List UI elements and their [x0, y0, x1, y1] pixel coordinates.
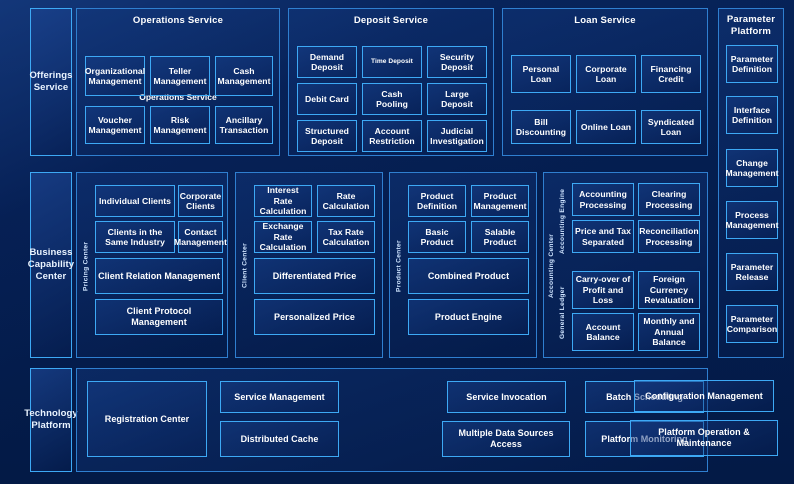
cell-cash-management[interactable]: Cash Management	[215, 56, 273, 96]
cell-corporate-clients[interactable]: Corporate Clients	[178, 185, 223, 217]
cell-demand-deposit[interactable]: Demand Deposit	[297, 46, 357, 78]
row-label-text: Business Capability Center	[27, 247, 75, 282]
cell-interest-rate-calculation[interactable]: Interest Rate Calculation	[254, 185, 312, 217]
cell-interface-definition[interactable]: Interface Definition	[726, 96, 778, 134]
cell-salable-product[interactable]: Salable Product	[471, 221, 529, 253]
cell-personalized-price[interactable]: Personalized Price	[254, 299, 375, 335]
cell-syndicated-loan[interactable]: Syndicated Loan	[641, 110, 701, 144]
parameter-platform-title-line1: Parameter	[726, 14, 776, 25]
cell-risk-management[interactable]: Risk Management	[150, 106, 210, 144]
cell-online-loan[interactable]: Online Loan	[576, 110, 636, 144]
cell-personal-loan[interactable]: Personal Loan	[511, 55, 571, 93]
cell-platform-operation-maintenance[interactable]: Platform Operation & Maintenance	[630, 420, 778, 456]
cell-combined-product[interactable]: Combined Product	[408, 258, 529, 294]
group-technology-platform: Registration Center Service Management D…	[76, 368, 708, 472]
cell-configuration-management-right[interactable]: Configuration Management	[634, 380, 774, 412]
cell-account-balance[interactable]: Account Balance	[572, 313, 634, 351]
cell-judicial-investigation[interactable]: Judicial Investigation	[427, 120, 487, 152]
cell-monthly-annual-balance[interactable]: Monthly and Annual Balance	[638, 313, 700, 351]
cell-corporate-loan[interactable]: Corporate Loan	[576, 55, 636, 93]
cell-service-invocation[interactable]: Service Invocation	[447, 381, 566, 413]
cell-price-and-tax-separated[interactable]: Price and Tax Separated	[572, 220, 634, 253]
cell-ancillary-transaction[interactable]: Ancillary Transaction	[215, 106, 273, 144]
cell-exchange-rate-calculation[interactable]: Exchange Rate Calculation	[254, 221, 312, 253]
cell-cash-pooling[interactable]: Cash Pooling	[362, 83, 422, 115]
cell-tax-rate-calculation[interactable]: Tax Rate Calculation	[317, 221, 375, 253]
cell-account-restriction[interactable]: Account Restriction	[362, 120, 422, 152]
cell-large-deposit[interactable]: Large Deposit	[427, 83, 487, 115]
cell-multiple-data-sources-access[interactable]: Multiple Data Sources Access	[442, 421, 570, 457]
group-product-center: Product Center Product Definition Produc…	[389, 172, 537, 358]
row-label-text: Offerings Service	[29, 70, 73, 93]
group-accounting-center: Accounting Center Accounting Engine Gene…	[543, 172, 708, 358]
cell-client-relation-management[interactable]: Client Relation Management	[95, 258, 223, 294]
group-pricing-center: Pricing Center Individual Clients Corpor…	[76, 172, 228, 358]
cell-service-management[interactable]: Service Management	[220, 381, 339, 413]
group-title-parameter-platform: Parameter Platform	[719, 14, 783, 38]
group-loan-service: Loan Service Personal Loan Corporate Loa…	[502, 8, 708, 156]
cell-teller-management[interactable]: Teller Management	[150, 56, 210, 96]
cell-financing-credit[interactable]: Financing Credit	[641, 55, 701, 93]
cell-product-management[interactable]: Product Management	[471, 185, 529, 217]
group-client-center: Client Center Interest Rate Calculation …	[235, 172, 383, 358]
cell-individual-clients[interactable]: Individual Clients	[95, 185, 175, 217]
cell-contact-management[interactable]: Contact Management	[174, 221, 227, 253]
cell-clearing-processing[interactable]: Clearing Processing	[638, 183, 700, 216]
row-label-text: Technology Platform	[24, 408, 78, 431]
cell-distributed-cache[interactable]: Distributed Cache	[220, 421, 339, 457]
row-label-offerings-service: Offerings Service	[29, 8, 73, 156]
vertical-label-accounting-center: Accounting Center	[548, 233, 555, 299]
vertical-label-accounting-engine: Accounting Engine	[559, 188, 566, 254]
cell-differentiated-price[interactable]: Differentiated Price	[254, 258, 375, 294]
group-operations-service: Operations Service Operations Service Or…	[76, 8, 280, 156]
vertical-label-pricing-center: Pricing Center	[82, 241, 90, 291]
row-label-business-capability-center: Business Capability Center	[27, 172, 75, 358]
group-title-operations-service: Operations Service	[132, 15, 224, 26]
cell-basic-product[interactable]: Basic Product	[408, 221, 466, 253]
cell-parameter-comparison[interactable]: Parameter Comparison	[726, 305, 778, 343]
cell-security-deposit[interactable]: Security Deposit	[427, 46, 487, 78]
vertical-label-client-center: Client Center	[241, 243, 249, 289]
row-label-technology-platform: Technology Platform	[24, 368, 78, 472]
cell-clients-same-industry[interactable]: Clients in the Same Industry	[95, 221, 175, 253]
group-title-deposit-service: Deposit Service	[353, 15, 429, 26]
cell-rate-calculation[interactable]: Rate Calculation	[317, 185, 375, 217]
cell-structured-deposit[interactable]: Structured Deposit	[297, 120, 357, 152]
cell-product-definition[interactable]: Product Definition	[408, 185, 466, 217]
cell-time-deposit[interactable]: Time Deposit	[362, 46, 422, 78]
cell-parameter-release[interactable]: Parameter Release	[726, 253, 778, 291]
group-deposit-service: Deposit Service Demand Deposit Time Depo…	[288, 8, 494, 156]
cell-carry-over-profit-loss[interactable]: Carry-over of Profit and Loss	[572, 271, 634, 309]
vertical-label-product-center: Product Center	[395, 240, 403, 292]
cell-accounting-processing[interactable]: Accounting Processing	[572, 183, 634, 216]
cell-process-management[interactable]: Process Management	[725, 201, 778, 239]
cell-reconciliation-processing[interactable]: Reconciliation Processing	[638, 220, 700, 253]
cell-organizational-management[interactable]: Organizational Management	[85, 56, 145, 96]
cell-change-management[interactable]: Change Management	[726, 149, 778, 187]
group-parameter-platform: Parameter Platform Parameter Definition …	[718, 8, 784, 358]
cell-foreign-currency-revaluation[interactable]: Foreign Currency Revaluation	[638, 271, 700, 309]
cell-registration-center[interactable]: Registration Center	[87, 381, 207, 457]
cell-product-engine[interactable]: Product Engine	[408, 299, 529, 335]
cell-client-protocol-management[interactable]: Client Protocol Management	[95, 299, 223, 335]
group-title-loan-service: Loan Service	[574, 15, 636, 26]
cell-voucher-management[interactable]: Voucher Management	[85, 106, 145, 144]
cell-debit-card[interactable]: Debit Card	[297, 83, 357, 115]
cell-bill-discounting[interactable]: Bill Discounting	[511, 110, 571, 144]
vertical-label-general-ledger: General Ledger	[559, 286, 566, 340]
cell-parameter-definition[interactable]: Parameter Definition	[726, 45, 778, 83]
parameter-platform-title-line2: Platform	[730, 25, 772, 37]
